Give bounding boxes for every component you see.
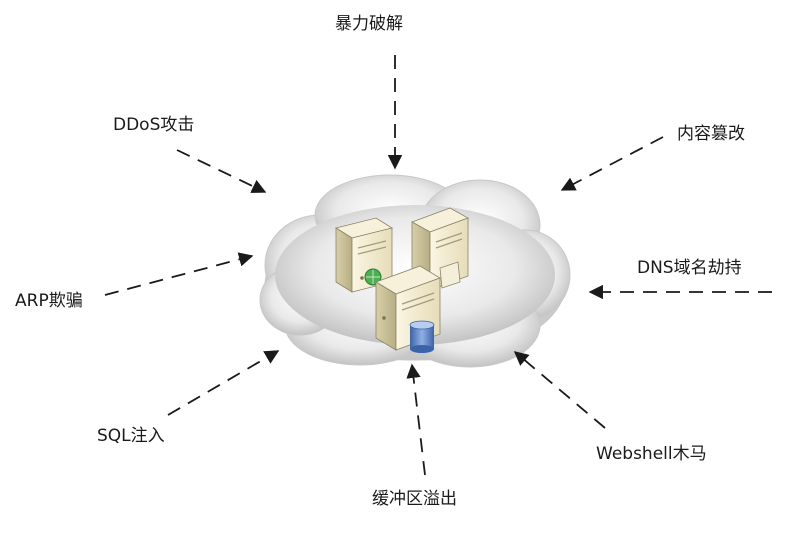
arrow-overflow [406,363,426,476]
label-sql: SQL注入 [97,426,165,446]
label-brute-force: 暴力破解 [335,14,403,34]
arrow-tamper [560,136,664,191]
document-icon [439,261,461,289]
arrow-sql [167,350,280,416]
arrow-ddos [176,149,267,193]
label-overflow: 缓冲区溢出 [372,489,457,509]
database-icon [409,320,435,353]
globe-icon [364,268,382,286]
label-dns: DNS域名劫持 [637,258,742,278]
arrow-arp [104,252,254,296]
label-webshell: Webshell木马 [596,444,707,464]
label-ddos: DDoS攻击 [113,115,195,135]
server-icon [334,217,394,293]
label-arp: ARP欺骗 [15,291,83,311]
label-tamper: 内容篡改 [677,124,745,144]
arrow-webshell [513,351,606,429]
